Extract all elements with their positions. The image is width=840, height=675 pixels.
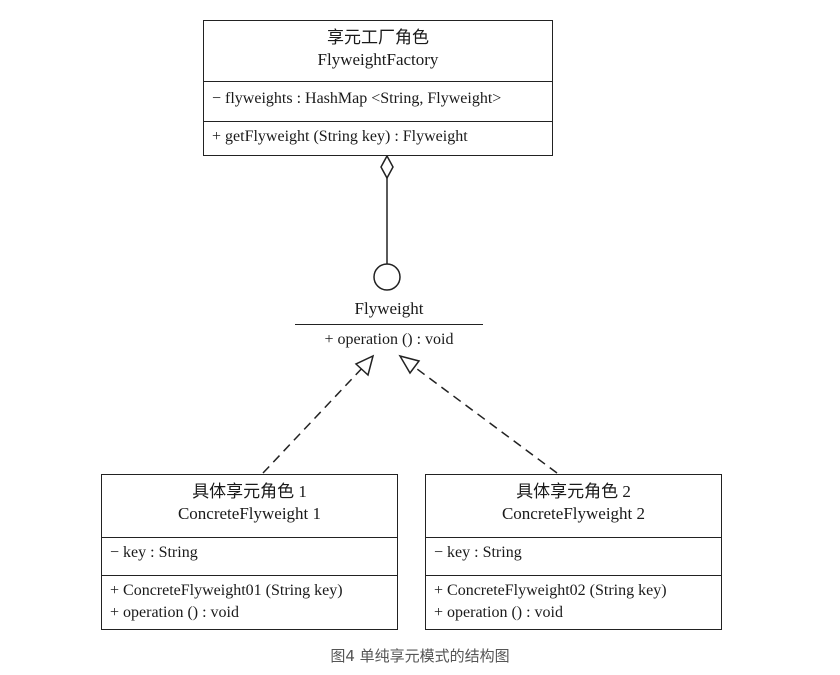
figure-caption: 图4 单纯享元模式的结构图	[330, 647, 510, 665]
concrete2-header: 具体享元角色 2 ConcreteFlyweight 2	[426, 475, 721, 537]
concrete2-field-key: − key : String	[434, 544, 522, 561]
concrete2-method-operation: + operation () : void	[434, 604, 563, 621]
concrete1-title-cn: 具体享元角色 1	[192, 482, 307, 501]
realization-line-1	[262, 363, 367, 474]
flyweight-interface-operation: + operation () : void	[324, 331, 454, 348]
interface-lollipop	[373, 263, 401, 291]
flyweight-interface: Flyweight + operation () : void	[295, 298, 483, 351]
factory-methods: + getFlyweight (String key) : Flyweight	[204, 121, 552, 148]
concrete1-method-constructor: + ConcreteFlyweight01 (String key)	[110, 582, 343, 599]
factory-header: 享元工厂角色 FlyweightFactory	[204, 21, 552, 81]
concrete1-methods: + ConcreteFlyweight01 (String key) + ope…	[102, 575, 397, 624]
factory-field-flyweights: − flyweights : HashMap <String, Flyweigh…	[212, 90, 502, 107]
factory-title-cn: 享元工厂角色	[327, 28, 429, 47]
factory-fields: − flyweights : HashMap <String, Flyweigh…	[204, 81, 552, 121]
factory-title-en: FlyweightFactory	[317, 50, 439, 69]
realization-arrowhead-2	[398, 354, 421, 375]
flyweight-factory-class: 享元工厂角色 FlyweightFactory − flyweights : H…	[203, 20, 553, 156]
concrete2-method-constructor: + ConcreteFlyweight02 (String key)	[434, 582, 667, 599]
concrete2-title-cn: 具体享元角色 2	[516, 482, 631, 501]
concrete2-methods: + ConcreteFlyweight02 (String key) + ope…	[426, 575, 721, 624]
concrete2-fields: − key : String	[426, 537, 721, 575]
aggregation-diamond	[380, 154, 394, 180]
realization-line-2	[408, 362, 558, 474]
concrete1-title-en: ConcreteFlyweight 1	[177, 504, 322, 523]
realization-arrowhead-1	[354, 354, 375, 377]
concrete1-method-operation: + operation () : void	[110, 604, 239, 621]
concrete-flyweight-2-class: 具体享元角色 2 ConcreteFlyweight 2 − key : Str…	[425, 474, 722, 630]
concrete1-field-key: − key : String	[110, 544, 198, 561]
concrete2-title-en: ConcreteFlyweight 2	[501, 504, 646, 523]
concrete1-fields: − key : String	[102, 537, 397, 575]
concrete-flyweight-1-class: 具体享元角色 1 ConcreteFlyweight 1 − key : Str…	[101, 474, 398, 630]
flyweight-interface-name: Flyweight	[295, 298, 483, 325]
factory-method-getflyweight: + getFlyweight (String key) : Flyweight	[212, 128, 468, 145]
concrete1-header: 具体享元角色 1 ConcreteFlyweight 1	[102, 475, 397, 537]
